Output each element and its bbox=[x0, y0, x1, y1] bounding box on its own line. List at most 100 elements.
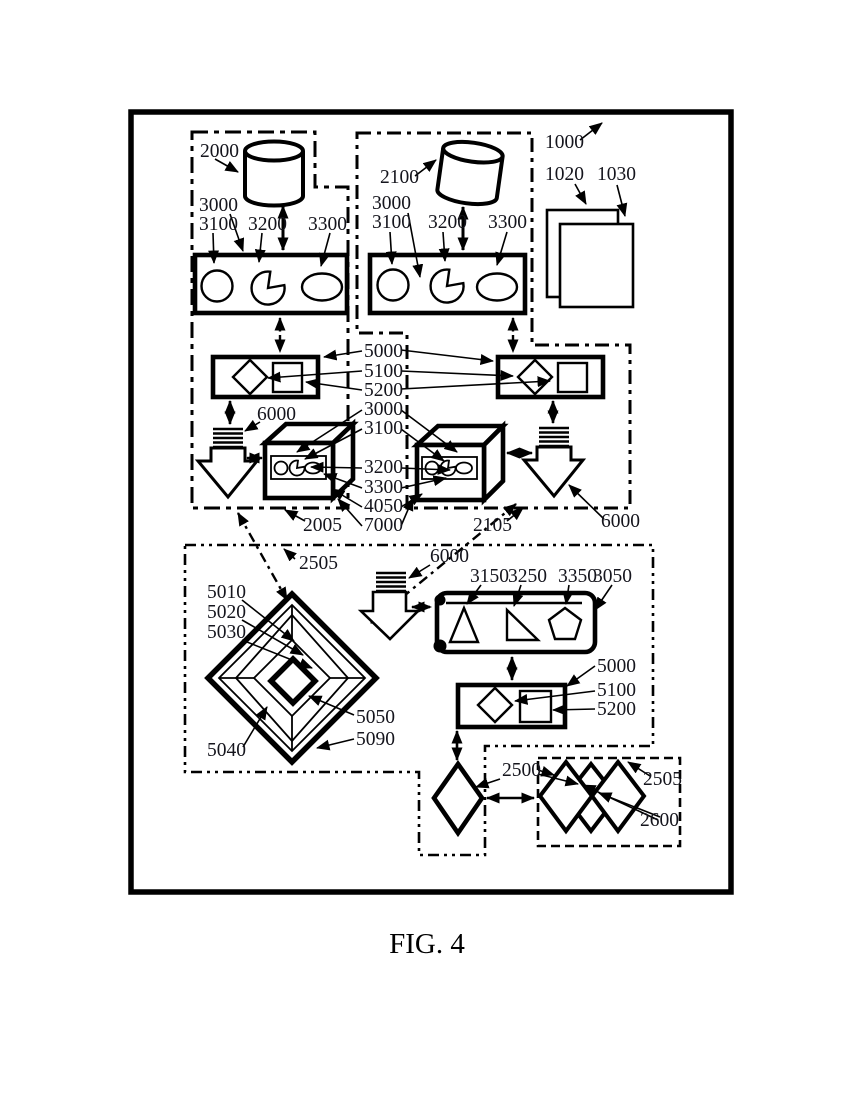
lead-line-2500-left bbox=[475, 777, 501, 789]
right-triangle-icon bbox=[505, 607, 541, 642]
lead-line-5100a-right bbox=[400, 369, 514, 381]
ref-label-5090: 5090 bbox=[356, 729, 395, 750]
circle-icon bbox=[200, 269, 234, 303]
diamond-right bbox=[589, 758, 647, 835]
ref-label-2505b: 2505 bbox=[643, 769, 682, 790]
pie-wedge-icon bbox=[429, 268, 465, 304]
lower-region bbox=[204, 548, 661, 838]
lead-line-3300b bbox=[495, 231, 508, 266]
region-b-dashdot-border bbox=[355, 131, 632, 510]
pyramid-center-diamond bbox=[267, 655, 319, 707]
ellipse-icon bbox=[475, 272, 519, 302]
tilted-cylinder-database-icon bbox=[435, 139, 505, 207]
ref-label-6000c: 6000 bbox=[430, 546, 469, 567]
ref-label-2100: 2100 bbox=[380, 167, 419, 188]
exchange-row bbox=[194, 349, 606, 527]
ref-label-3300a: 3300 bbox=[308, 214, 347, 235]
lead-line-5200b bbox=[552, 704, 596, 716]
ref-label-2105: 2105 bbox=[473, 515, 512, 536]
lead-line-5000a-left bbox=[323, 349, 363, 361]
lead-line-5030 bbox=[241, 639, 313, 669]
ref-label-1030: 1030 bbox=[597, 164, 636, 185]
ref-label-3000a: 3000 bbox=[199, 195, 238, 216]
ref-label-3100c: 3100 bbox=[364, 418, 403, 439]
lead-line-5090 bbox=[316, 738, 355, 751]
lead-line-5100a-left bbox=[267, 370, 363, 383]
coil-spring-icon bbox=[213, 427, 243, 449]
coil-spring-icon bbox=[539, 426, 569, 448]
ref-label-1000: 1000 bbox=[545, 132, 584, 153]
page-front bbox=[558, 222, 635, 309]
ref-label-5200b: 5200 bbox=[597, 699, 636, 720]
square-icon bbox=[556, 361, 589, 394]
lead-line-1000 bbox=[579, 122, 603, 141]
ref-label-5100a: 5100 bbox=[364, 361, 403, 382]
lead-line-1020 bbox=[574, 183, 587, 205]
lead-line-3000b bbox=[407, 212, 424, 278]
ref-label-5100b: 5100 bbox=[597, 680, 636, 701]
lead-line-1030 bbox=[616, 184, 628, 217]
lead-line-2505a bbox=[283, 548, 297, 562]
lead-line-5100b bbox=[514, 690, 596, 705]
ref-label-3300b: 3300 bbox=[488, 212, 527, 233]
lead-line-5010 bbox=[241, 599, 295, 642]
lead-line-2000 bbox=[214, 158, 239, 173]
figure-outer-border bbox=[128, 109, 734, 895]
ref-label-2600: 2600 bbox=[640, 810, 679, 831]
lead-line-2100 bbox=[414, 159, 437, 177]
lead-line-3250 bbox=[512, 584, 524, 607]
lead-line-4050-left bbox=[331, 488, 363, 508]
ref-label-3200a: 3200 bbox=[248, 214, 287, 235]
ref-label-3100b: 3100 bbox=[372, 212, 411, 233]
documents-group bbox=[545, 122, 635, 309]
ref-label-5030: 5030 bbox=[207, 622, 246, 643]
lead-line-2500-right2 bbox=[537, 773, 579, 787]
ref-label-3050: 3050 bbox=[593, 566, 632, 587]
lead-line-3100b bbox=[385, 231, 397, 265]
region-lower-dotted-border bbox=[183, 543, 655, 857]
source-group-a bbox=[192, 139, 350, 353]
mini-data-box bbox=[421, 456, 478, 480]
ref-label-1020: 1020 bbox=[545, 164, 584, 185]
hollow-block-arrow-icon bbox=[194, 446, 261, 500]
circle-icon bbox=[273, 460, 289, 476]
lead-line-3000a bbox=[229, 213, 245, 252]
overlapping-diamonds-icon bbox=[537, 758, 647, 835]
cube-3d-icon-2105 bbox=[411, 420, 509, 506]
ref-label-2505a: 2505 bbox=[299, 553, 338, 574]
lead-line-3150 bbox=[466, 584, 482, 605]
ref-label-5040: 5040 bbox=[207, 740, 246, 761]
lead-line-7000-left bbox=[337, 498, 363, 527]
pyramid-ring-outer bbox=[204, 590, 380, 766]
cylinder-top bbox=[441, 139, 505, 165]
lead-line-7000-right bbox=[400, 497, 414, 527]
ref-label-2005: 2005 bbox=[303, 515, 342, 536]
ref-label-3350: 3350 bbox=[558, 566, 597, 587]
diamond-group-dashed-border bbox=[536, 756, 682, 848]
lead-line-6000c bbox=[408, 564, 431, 579]
cylinder-database-icon bbox=[243, 139, 305, 208]
ref-label-3000b: 3000 bbox=[372, 193, 411, 214]
connector-b-to-lower-arrow bbox=[370, 503, 517, 624]
lead-line-2105 bbox=[506, 507, 524, 522]
ref-label-3200b: 3200 bbox=[428, 212, 467, 233]
lead-line-2005 bbox=[284, 509, 306, 522]
source-group-b bbox=[367, 139, 528, 353]
lead-line-3200b bbox=[438, 231, 450, 262]
coil-spring-icon bbox=[376, 571, 406, 593]
lead-line-3300c-left bbox=[323, 473, 363, 489]
lead-line-3000c-left bbox=[296, 409, 363, 453]
lead-line-3050 bbox=[594, 584, 613, 611]
ref-label-7000: 7000 bbox=[364, 515, 403, 536]
pentagon-icon bbox=[547, 606, 583, 641]
lead-line-5050 bbox=[308, 695, 355, 716]
lead-line-5000b bbox=[566, 665, 596, 687]
ellipse-icon bbox=[300, 272, 344, 302]
lead-line-5200a-left bbox=[305, 378, 363, 391]
ref-label-5020: 5020 bbox=[207, 602, 246, 623]
ref-label-3100a: 3100 bbox=[199, 214, 238, 235]
ref-label-5200a: 5200 bbox=[364, 380, 403, 401]
ref-label-2500: 2500 bbox=[502, 760, 541, 781]
tray-roll-top bbox=[434, 594, 446, 606]
lead-line-2505b bbox=[627, 761, 651, 777]
